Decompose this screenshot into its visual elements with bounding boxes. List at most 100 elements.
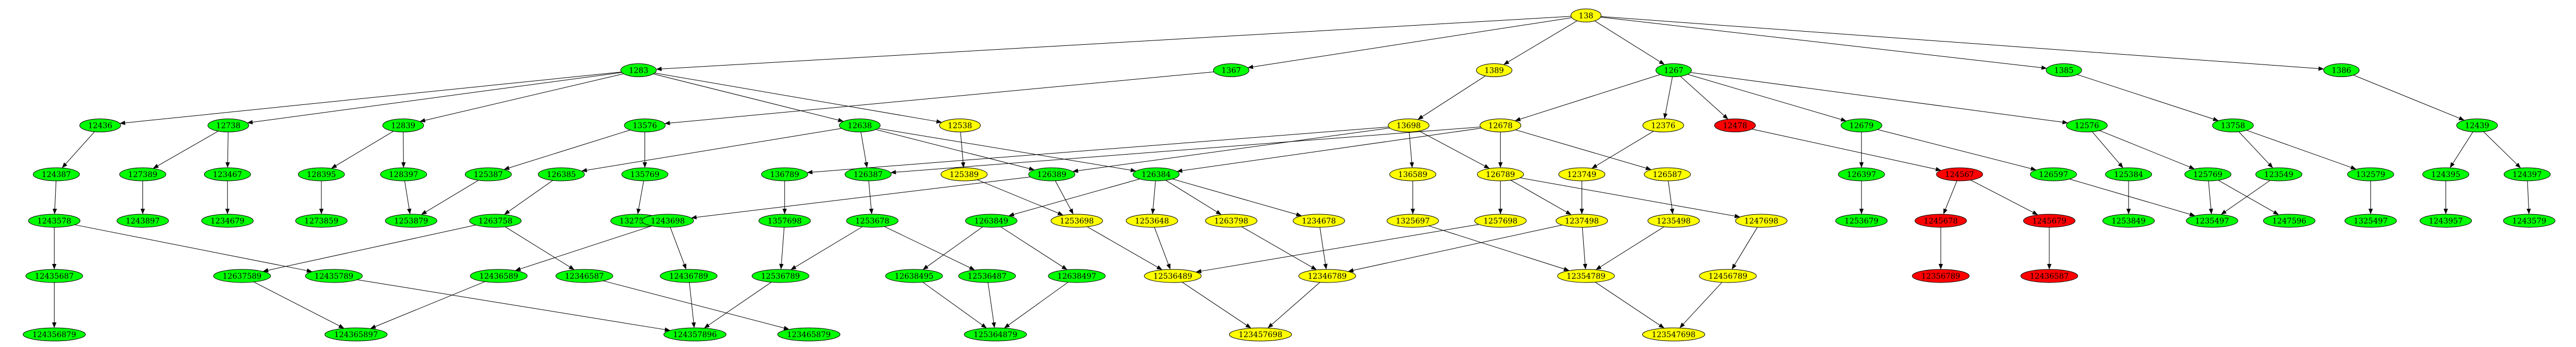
node-123465879[interactable]: 123465879	[777, 327, 840, 342]
node-126385[interactable]: 126385	[538, 167, 585, 181]
node-123467[interactable]: 123467	[204, 167, 251, 181]
node-125387[interactable]: 125387	[464, 167, 512, 181]
node-12439[interactable]: 12439	[2456, 119, 2498, 133]
node-1237498[interactable]: 1237498	[1555, 214, 1608, 228]
node-126389[interactable]: 126389	[1028, 167, 1076, 181]
node-1267[interactable]: 1267	[1655, 63, 1692, 78]
node-1273859[interactable]: 1273859	[295, 214, 348, 228]
node-12638495[interactable]: 12638495	[885, 269, 943, 283]
node-123749[interactable]: 123749	[1558, 167, 1606, 181]
node-124365897[interactable]: 124365897	[324, 327, 387, 342]
node-126387[interactable]: 126387	[844, 167, 892, 181]
node-12638[interactable]: 12638	[839, 119, 881, 133]
node-1253678[interactable]: 1253678	[846, 214, 899, 228]
node-123547698[interactable]: 123547698	[1642, 327, 1706, 342]
node-1389[interactable]: 1389	[1476, 63, 1512, 78]
node-1253679[interactable]: 1253679	[1835, 214, 1888, 228]
node-1325497[interactable]: 1325497	[2344, 214, 2397, 228]
node-12576[interactable]: 12576	[2066, 119, 2108, 133]
node-1253879[interactable]: 1253879	[385, 214, 438, 228]
node-12536487[interactable]: 12536487	[958, 269, 1016, 283]
node-13698[interactable]: 13698	[1388, 119, 1430, 133]
node-12839[interactable]: 12839	[382, 119, 424, 133]
node-1386[interactable]: 1386	[2323, 63, 2360, 78]
node-12679[interactable]: 12679	[1840, 119, 1882, 133]
node-1235498[interactable]: 1235498	[1647, 214, 1700, 228]
node-126384[interactable]: 126384	[1132, 167, 1180, 181]
node-125364879[interactable]: 125364879	[964, 327, 1027, 342]
node-126397[interactable]: 126397	[1838, 167, 1885, 181]
node-136789[interactable]: 136789	[761, 167, 808, 181]
node-1253648[interactable]: 1253648	[1125, 214, 1178, 228]
node-128397[interactable]: 128397	[380, 167, 427, 181]
node-label: 12679	[1849, 122, 1874, 131]
node-12436589[interactable]: 12436589	[470, 269, 528, 283]
node-1253698[interactable]: 1253698	[1051, 214, 1103, 228]
node-1357698[interactable]: 1357698	[758, 214, 811, 228]
node-136589[interactable]: 136589	[1389, 167, 1436, 181]
node-12738[interactable]: 12738	[207, 119, 249, 133]
node-12346789[interactable]: 12346789	[1298, 269, 1356, 283]
node-123549[interactable]: 123549	[2255, 167, 2303, 181]
node-126597[interactable]: 126597	[2030, 167, 2077, 181]
node-1243579[interactable]: 1243579	[2503, 214, 2556, 228]
node-12354789[interactable]: 12354789	[1557, 269, 1615, 283]
node-1263798[interactable]: 1263798	[1205, 214, 1257, 228]
node-1257698[interactable]: 1257698	[1474, 214, 1527, 228]
node-12637589[interactable]: 12637589	[213, 269, 271, 283]
node-12536789[interactable]: 12536789	[752, 269, 809, 283]
node-124567[interactable]: 124567	[1936, 167, 1983, 181]
node-12346587[interactable]: 12346587	[555, 269, 613, 283]
node-1325697[interactable]: 1325697	[1386, 214, 1439, 228]
node-138[interactable]: 138	[1570, 8, 1602, 22]
node-1245679[interactable]: 1245679	[2023, 214, 2076, 228]
node-1234678[interactable]: 1234678	[1292, 214, 1345, 228]
node-1243957[interactable]: 1243957	[2419, 214, 2472, 228]
node-12678[interactable]: 12678	[1480, 119, 1522, 133]
node-13758[interactable]: 13758	[2212, 119, 2254, 133]
edge-12839-to-128397	[401, 132, 406, 168]
node-126587[interactable]: 126587	[1644, 167, 1691, 181]
node-1243897[interactable]: 1243897	[116, 214, 169, 228]
node-125389[interactable]: 125389	[940, 167, 988, 181]
node-128395[interactable]: 128395	[297, 167, 345, 181]
node-1243698[interactable]: 1243698	[641, 214, 694, 228]
node-1263758[interactable]: 1263758	[469, 214, 522, 228]
node-1367[interactable]: 1367	[1213, 63, 1250, 78]
node-1263849[interactable]: 1263849	[965, 214, 1018, 228]
node-12538[interactable]: 12538	[939, 119, 981, 133]
node-126789[interactable]: 126789	[1477, 167, 1524, 181]
node-12536489[interactable]: 12536489	[1144, 269, 1202, 283]
node-124357896[interactable]: 124357896	[663, 327, 726, 342]
node-1243578[interactable]: 1243578	[28, 214, 81, 228]
node-12456789[interactable]: 12456789	[1699, 269, 1757, 283]
node-1253849[interactable]: 1253849	[2102, 214, 2155, 228]
node-1234679[interactable]: 1234679	[201, 214, 254, 228]
node-12435687[interactable]: 12435687	[25, 269, 84, 283]
node-124395[interactable]: 124395	[2422, 167, 2470, 181]
node-12435789[interactable]: 12435789	[305, 269, 363, 283]
node-12376[interactable]: 12376	[1642, 119, 1684, 133]
node-124356879[interactable]: 124356879	[22, 327, 86, 342]
node-127389[interactable]: 127389	[119, 167, 166, 181]
node-12356789[interactable]: 12356789	[1912, 269, 1970, 283]
node-12436789[interactable]: 12436789	[660, 269, 718, 283]
node-135769[interactable]: 135769	[621, 167, 669, 181]
node-12638497[interactable]: 12638497	[1048, 269, 1106, 283]
node-12436[interactable]: 12436	[79, 119, 121, 133]
node-132579[interactable]: 132579	[2347, 167, 2394, 181]
node-1245678[interactable]: 1245678	[1915, 214, 1967, 228]
node-123457698[interactable]: 123457698	[1229, 327, 1292, 342]
node-1235497[interactable]: 1235497	[2186, 214, 2238, 228]
node-1247596[interactable]: 1247596	[2263, 214, 2316, 228]
node-125769[interactable]: 125769	[2184, 167, 2232, 181]
node-1385[interactable]: 1385	[2046, 63, 2082, 78]
node-12436587[interactable]: 12436587	[2020, 269, 2078, 283]
node-12478[interactable]: 12478	[1714, 119, 1756, 133]
node-1283[interactable]: 1283	[620, 63, 657, 78]
node-124387[interactable]: 124387	[33, 167, 80, 181]
node-1247698[interactable]: 1247698	[1735, 214, 1788, 228]
node-124397[interactable]: 124397	[2503, 167, 2551, 181]
node-125384[interactable]: 125384	[2105, 167, 2152, 181]
node-13576[interactable]: 13576	[624, 119, 666, 133]
